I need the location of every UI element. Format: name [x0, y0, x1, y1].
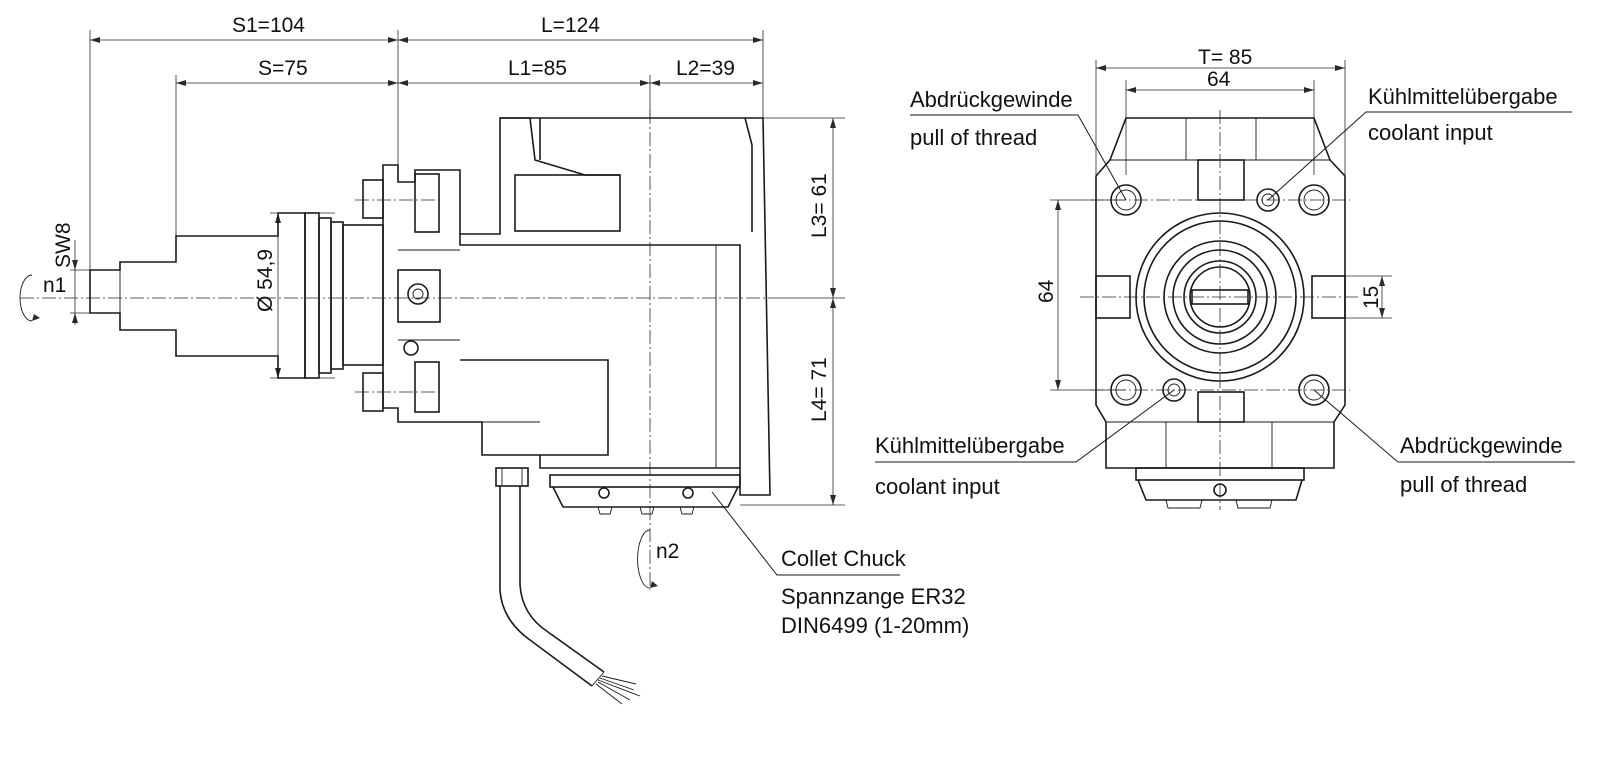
side-view-body [89, 117, 771, 515]
dim-sw: SW8 [52, 222, 75, 268]
front-view: T= 85 64 64 15 [875, 46, 1575, 510]
side-view-dimensions: S1=104 L=124 S=75 L1=85 L2=39 L3= 61 L4=… [52, 14, 845, 506]
rotation-n2: n2 [637, 529, 679, 589]
coolant-bottom-de: Kühlmittelübergabe [875, 433, 1065, 458]
rotation-label-n2: n2 [656, 540, 679, 563]
pull-thread-top-de: Abdrückgewinde [910, 87, 1073, 112]
dim-width-inner: 64 [1207, 68, 1231, 91]
front-view-dimensions: T= 85 64 64 15 [1035, 46, 1392, 391]
callout-pull-thread-bottom: Abdrückgewinde pull of thread [1313, 389, 1575, 497]
collet-chuck-label: Collet Chuck [781, 546, 907, 571]
dim-diameter: Ø 54,9 [254, 249, 277, 312]
dim-l3: L3= 61 [808, 173, 831, 238]
coolant-bottom-en: coolant input [875, 474, 1000, 499]
callout-coolant-top: Kühlmittelübergabe coolant input [1267, 84, 1572, 201]
dim-l4: L4= 71 [808, 357, 831, 422]
rotation-n1: n1 [19, 274, 66, 322]
pull-thread-bottom-de: Abdrückgewinde [1400, 433, 1563, 458]
dim-s: S=75 [258, 57, 308, 80]
rotation-label-n1: n1 [43, 274, 66, 297]
front-view-body [1095, 117, 1346, 509]
coolant-top-en: coolant input [1368, 120, 1493, 145]
collet-spec-label: Spannzange ER32 [781, 584, 966, 609]
pull-thread-top-en: pull of thread [910, 125, 1037, 150]
pull-thread-bottom-en: pull of thread [1400, 472, 1527, 497]
side-view: S1=104 L=124 S=75 L1=85 L2=39 L3= 61 L4=… [19, 14, 969, 705]
callout-collet-chuck: Collet Chuck Spannzange ER32 DIN6499 (1-… [711, 491, 969, 638]
dim-l2: L2=39 [676, 57, 735, 80]
collet-standard-label: DIN6499 (1-20mm) [781, 613, 969, 638]
dim-height-holes: 64 [1035, 279, 1058, 303]
dim-t: T= 85 [1198, 46, 1252, 69]
dim-l1: L1=85 [508, 57, 567, 80]
dim-l: L=124 [541, 14, 600, 37]
dim-slot: 15 [1360, 286, 1383, 309]
dim-s1: S1=104 [232, 14, 305, 37]
cable [499, 486, 641, 705]
callout-pull-thread-top: Abdrückgewinde pull of thread [910, 87, 1127, 201]
callout-coolant-bottom: Kühlmittelübergabe coolant input [875, 389, 1175, 499]
coolant-top-de: Kühlmittelübergabe [1368, 84, 1558, 109]
